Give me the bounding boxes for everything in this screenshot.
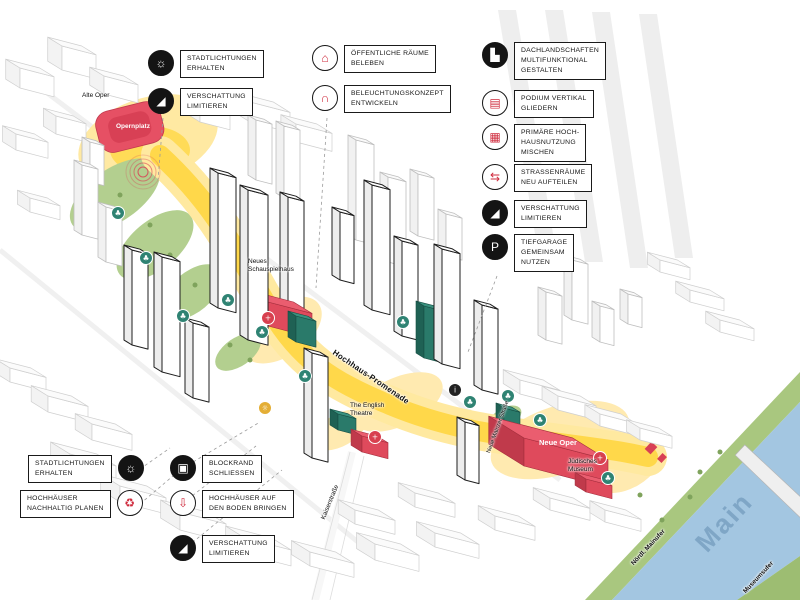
tree-marker-icon <box>533 413 547 427</box>
info-marker-icon <box>448 383 462 397</box>
parking-garage-icon: P <box>482 234 508 260</box>
fountain-ripples <box>125 154 161 190</box>
tree-marker-icon <box>221 293 235 307</box>
city-blocks <box>0 36 755 578</box>
svg-text:+: + <box>265 314 271 323</box>
street-edges <box>311 451 365 600</box>
svg-text:☼: ☼ <box>262 404 269 413</box>
tree-marker-icon <box>501 389 515 403</box>
city-clearing-icon: ☼ <box>117 455 144 481</box>
lighting-icon: ∩ <box>312 85 338 111</box>
legend-item-nachhaltig-planen: ♻ HOCHHÄUSER NACHHALTIG PLANEN <box>20 490 143 518</box>
bridge <box>734 444 800 518</box>
svg-text:♣: ♣ <box>505 392 512 401</box>
legend-label: ÖFFENTLICHE RÄUME BELEBEN <box>344 45 436 73</box>
tree-marker-icon <box>601 471 615 485</box>
alte-oper-building <box>95 101 165 153</box>
svg-text:♣: ♣ <box>537 416 544 425</box>
label-opernplatz: Opernplatz <box>116 123 150 130</box>
legend-item-hochhausnutzung: ▦ PRIMÄRE HOCH- HAUSNUTZUNG MISCHEN <box>482 124 587 162</box>
legend-label: STADTLICHTUNGEN ERHALTEN <box>28 455 112 483</box>
legend-item-verschattung-top: ◢ VERSCHATTUNG LIMITIEREN <box>148 88 253 116</box>
legend-label: VERSCHATTUNG LIMITIEREN <box>202 535 275 563</box>
block-edge-icon: ▣ <box>170 455 196 481</box>
legend-label: VERSCHATTUNG LIMITIEREN <box>514 200 587 228</box>
tree-marker-icon <box>463 395 477 409</box>
legend-label: BELEUCHTUNGSKONZEPT ENTWICKELN <box>344 85 451 113</box>
svg-text:i: i <box>454 386 456 395</box>
tree-marker-icon <box>255 325 269 339</box>
svg-text:♣: ♣ <box>259 328 266 337</box>
svg-text:♣: ♣ <box>225 296 232 305</box>
label-juedisches-museum: Jüdisches Museum <box>568 458 597 474</box>
legend-label: STRASSENRÄUME NEU AUFTEILEN <box>514 164 593 192</box>
legend-item-strassenraeume: ⇆ STRASSENRÄUME NEU AUFTEILEN <box>482 164 593 192</box>
legend-label: PODIUM VERTIKAL GLIEDERN <box>514 90 594 118</box>
tree-marker-icon <box>139 251 153 265</box>
tree-marker-icon <box>396 315 410 329</box>
legend-label: TIEFGARAGE GEMEINSAM NUTZEN <box>514 234 575 272</box>
culture-marker-icon <box>261 311 275 325</box>
svg-text:♣: ♣ <box>302 372 309 381</box>
svg-text:♣: ♣ <box>605 474 612 483</box>
label-alte-oper: Alte Oper <box>82 92 110 99</box>
legend-item-stadtlichtungen-top: ☼ STADTLICHTUNGEN ERHALTEN <box>148 50 264 78</box>
map-markers: ♣ ♣ ♣ ♣ ♣ ♣ ♣ + ☼ i ♣ ♣ ♣ ♣ + + <box>111 206 615 485</box>
legend-item-verschattung-bottom: ◢ VERSCHATTUNG LIMITIEREN <box>170 535 275 563</box>
legend-item-blockrand: ▣ BLOCKRAND SCHLIESSEN <box>170 455 262 483</box>
svg-text:+: + <box>372 433 378 442</box>
legend-item-dachlandschaften: ▙ DACHLANDSCHAFTEN MULTIFUNKTIONAL GESTA… <box>482 42 607 80</box>
river-main <box>585 372 800 600</box>
legend-item-verschattung-right: ◢ VERSCHATTUNG LIMITIEREN <box>482 200 587 228</box>
legend-item-oeffentliche-raeume: ⌂ ÖFFENTLICHE RÄUME BELEBEN <box>312 45 436 73</box>
sustainable-tower-icon: ♻ <box>116 490 143 516</box>
callout-leader-lines <box>139 117 498 551</box>
legend-item-boden-bringen: ⇩ HOCHHÄUSER AUF DEN BODEN BRINGEN <box>170 490 294 518</box>
svg-text:♣: ♣ <box>400 318 407 327</box>
label-english-theatre: The English Theatre <box>350 402 385 418</box>
legend-label: DACHLANDSCHAFTEN MULTIFUNKTIONAL GESTALT… <box>514 42 607 80</box>
culture-marker-icon <box>368 430 382 444</box>
svg-text:+: + <box>597 454 603 463</box>
city-clearing-icon: ☼ <box>148 50 174 76</box>
legend-label: STADTLICHTUNGEN ERHALTEN <box>180 50 264 78</box>
svg-text:♣: ♣ <box>115 209 122 218</box>
svg-text:♣: ♣ <box>467 398 474 407</box>
shadow-icon: ◢ <box>148 88 174 114</box>
legend-item-stadtlichtungen-bottom: ☼ STADTLICHTUNGEN ERHALTEN <box>28 455 144 483</box>
label-neues-schauspielhaus: Neues Schauspielhaus <box>248 258 294 274</box>
svg-text:♣: ♣ <box>180 312 187 321</box>
mixed-use-icon: ▦ <box>482 124 508 150</box>
shadow-icon: ◢ <box>482 200 508 226</box>
legend-label: BLOCKRAND SCHLIESSEN <box>202 455 262 483</box>
legend-item-podium: ▤ PODIUM VERTIKAL GLIEDERN <box>482 90 594 118</box>
label-neue-oper: Neue Oper <box>539 438 577 447</box>
legend-label: HOCHHÄUSER NACHHALTIG PLANEN <box>20 490 111 518</box>
svg-text:♣: ♣ <box>143 254 150 263</box>
tree-marker-icon <box>111 206 125 220</box>
tower-to-ground-icon: ⇩ <box>170 490 196 516</box>
legend-label: PRIMÄRE HOCH- HAUSNUTZUNG MISCHEN <box>514 124 587 162</box>
podium-icon: ▤ <box>482 90 508 116</box>
tree-marker-icon <box>298 369 312 383</box>
tree-marker-icon <box>176 309 190 323</box>
legend-label: HOCHHÄUSER AUF DEN BODEN BRINGEN <box>202 490 294 518</box>
legend-label: VERSCHATTUNG LIMITIEREN <box>180 88 253 116</box>
legend-item-beleuchtungskonzept: ∩ BELEUCHTUNGSKONZEPT ENTWICKELN <box>312 85 451 113</box>
public-space-icon: ⌂ <box>312 45 338 71</box>
shadow-icon: ◢ <box>170 535 196 561</box>
street-space-icon: ⇆ <box>482 164 508 190</box>
legend-item-tiefgarage: P TIEFGARAGE GEMEINSAM NUTZEN <box>482 234 575 272</box>
culture-marker-icon <box>593 451 607 465</box>
roofscape-icon: ▙ <box>482 42 508 68</box>
light-marker-icon <box>258 401 272 415</box>
